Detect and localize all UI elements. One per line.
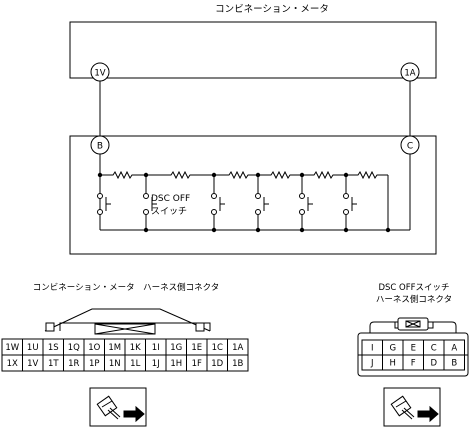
- pin-label: 1N: [109, 359, 121, 369]
- meter-pin-1b: 1B: [227, 354, 249, 372]
- pin-c: C: [400, 135, 420, 155]
- switch-connector-title-1: DSC OFFスイッチ: [378, 283, 449, 293]
- pin-label: 1V: [27, 359, 38, 369]
- meter-pin-1g: 1G: [165, 338, 187, 356]
- pin-1a: 1A: [400, 62, 420, 82]
- meter-pin-1s: 1S: [42, 338, 64, 356]
- svg-text:B: B: [97, 142, 103, 152]
- meter-pin-1w: 1W: [1, 338, 23, 356]
- pin-label: 1B: [232, 359, 243, 369]
- connector-view-icon-right: [383, 387, 441, 427]
- meter-pin-1v: 1V: [22, 354, 44, 372]
- pin-label: E: [411, 344, 416, 354]
- pin-label: F: [411, 359, 416, 369]
- switch-connector-pins: I G E C A J H F D B: [361, 339, 465, 371]
- meter-pin-1p: 1P: [83, 354, 105, 372]
- switch-box: [69, 135, 437, 255]
- pin-label: 1F: [192, 359, 202, 369]
- meter-pin-1m: 1M: [104, 338, 126, 356]
- pin-label: 1W: [5, 343, 19, 353]
- meter-pin-1j: 1J: [145, 354, 167, 372]
- pin-b: B: [90, 135, 110, 155]
- svg-text:1A: 1A: [404, 69, 415, 79]
- meter-pin-1t: 1T: [42, 354, 64, 372]
- switch-label-2: スイッチ: [151, 206, 187, 217]
- pin-label: 1J: [152, 359, 160, 369]
- switch-pin-a: A: [443, 339, 465, 356]
- meter-pin-1x: 1X: [1, 354, 23, 372]
- pin-label: 1G: [170, 343, 182, 353]
- meter-pin-1e: 1E: [186, 338, 208, 356]
- pin-label: J: [370, 359, 374, 369]
- pin-label: I: [371, 344, 374, 354]
- pin-label: 1R: [68, 359, 79, 369]
- switch-pin-f: F: [402, 354, 424, 371]
- pin-label: 1U: [27, 343, 39, 353]
- switch-pin-i: I: [361, 339, 383, 356]
- switch-pin-b: B: [443, 354, 465, 371]
- switch-branches: [97, 175, 357, 230]
- meter-pin-1u: 1U: [22, 338, 44, 356]
- pin-label: 1L: [130, 359, 140, 369]
- meter-pin-1n: 1N: [104, 354, 126, 372]
- pin-label: 1I: [152, 343, 160, 353]
- junction-dots: [97, 172, 391, 233]
- pin-label: 1H: [170, 359, 182, 369]
- meter-pin-1l: 1L: [124, 354, 146, 372]
- pin-label: 1X: [7, 359, 18, 369]
- pin-label: 1D: [211, 359, 223, 369]
- pin-label: 1E: [191, 343, 202, 353]
- switch-pin-d: D: [423, 354, 445, 371]
- pin-label: 1O: [88, 343, 100, 353]
- pin-label: 1C: [212, 343, 223, 353]
- meter-pin-1a: 1A: [227, 338, 249, 356]
- meter-pin-1o: 1O: [83, 338, 105, 356]
- switch-pin-c: C: [423, 339, 445, 356]
- pin-label: H: [390, 359, 396, 369]
- pin-1v: 1V: [90, 62, 110, 82]
- pin-label: A: [451, 344, 457, 354]
- meter-pin-1d: 1D: [206, 354, 228, 372]
- meter-pin-1r: 1R: [63, 354, 85, 372]
- pin-label: 1P: [89, 359, 100, 369]
- pin-label: D: [430, 359, 437, 369]
- pin-label: G: [389, 344, 396, 354]
- connector-view-icon-left: [89, 387, 147, 427]
- pin-label: B: [451, 359, 457, 369]
- pin-label: 1M: [108, 343, 121, 353]
- meter-connector-pins: 1W 1U 1S 1Q 1O 1M 1K 1I 1G 1E 1C 1A 1X 1V 1T 1R 1P 1N 1L 1J…: [1, 338, 249, 372]
- pin-label: 1T: [48, 359, 59, 369]
- switch-connector-title-2: ハーネス側コネクタ: [376, 294, 452, 305]
- meter-title: コンビネーション・メータ: [215, 4, 329, 15]
- switch-pin-h: H: [382, 354, 404, 371]
- meter-pin-1q: 1Q: [63, 338, 85, 356]
- meter-box: [69, 21, 437, 79]
- switch-label-1: DSC OFF: [151, 194, 190, 204]
- pin-label: C: [431, 344, 437, 354]
- pin-label: 1Q: [68, 343, 80, 353]
- meter-pin-1f: 1F: [186, 354, 208, 372]
- pin-label: 1S: [48, 343, 59, 353]
- meter-pin-1c: 1C: [206, 338, 228, 356]
- meter-connector-title: コンビネーション・メータ ハーネス側コネクタ: [33, 282, 220, 293]
- switch-pin-e: E: [402, 339, 424, 356]
- meter-pin-1i: 1I: [145, 338, 167, 356]
- pin-label: 1A: [232, 343, 243, 353]
- svg-text:1V: 1V: [94, 69, 105, 79]
- switch-pin-j: J: [361, 354, 383, 371]
- meter-pin-1h: 1H: [165, 354, 187, 372]
- svg-text:C: C: [407, 142, 413, 152]
- pin-label: 1K: [130, 343, 141, 353]
- meter-pin-1k: 1K: [124, 338, 146, 356]
- switch-pin-g: G: [382, 339, 404, 356]
